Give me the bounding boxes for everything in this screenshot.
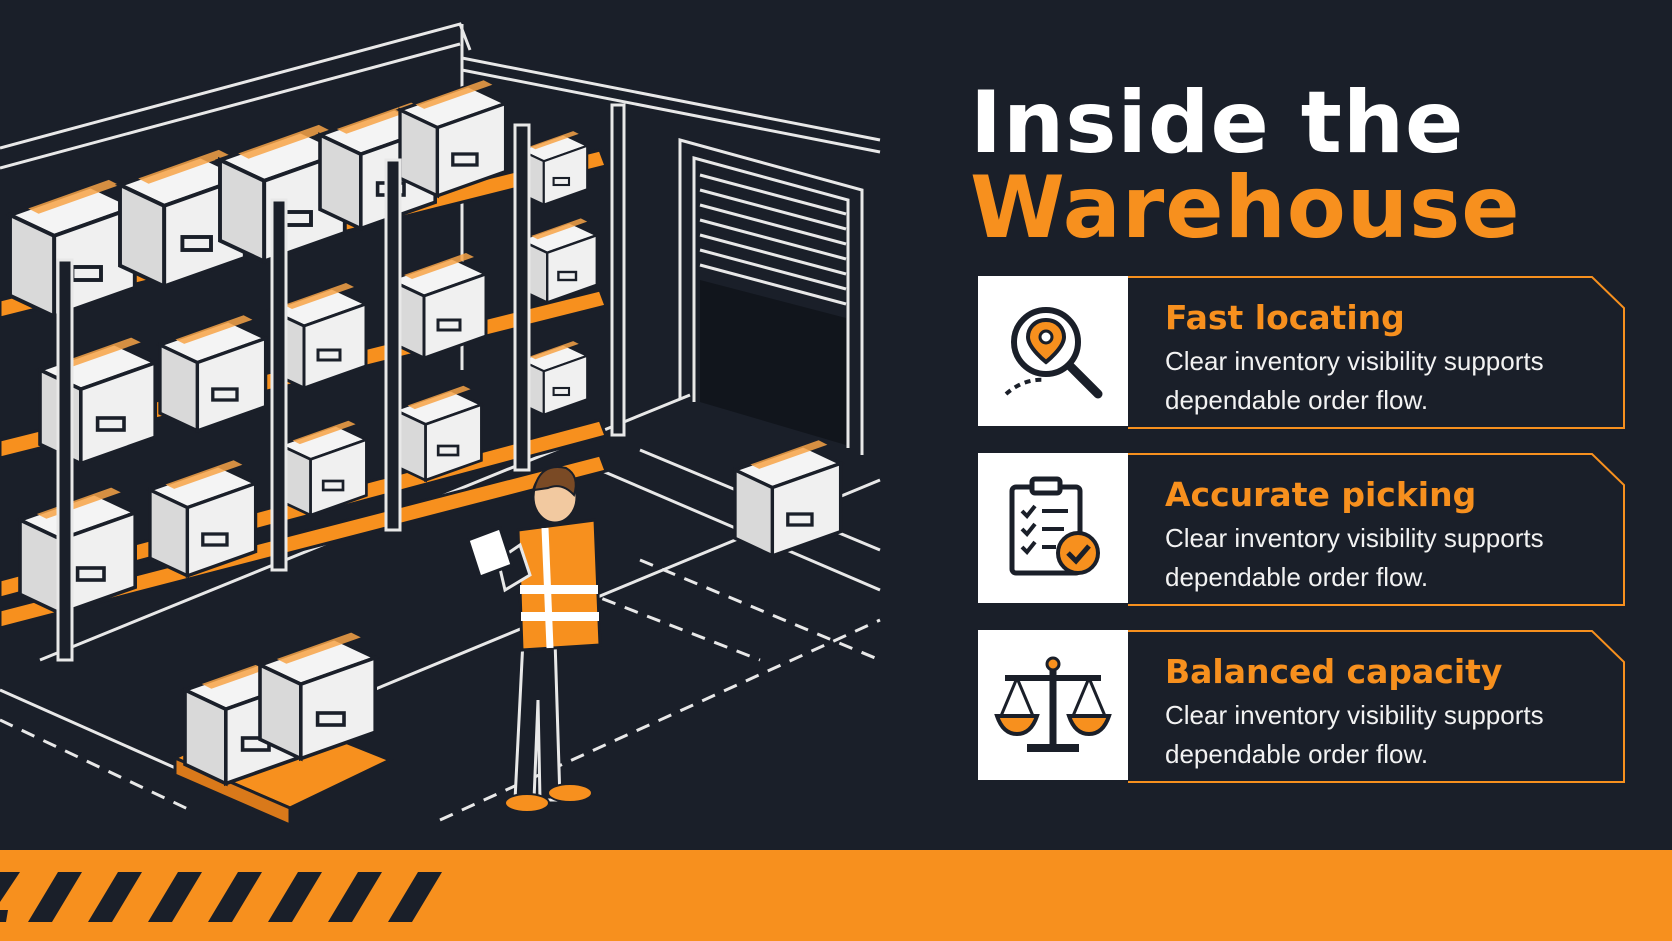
warehouse-illustration (0, 22, 881, 828)
feature-description: Clear inventory visibility supports depe… (1165, 346, 1544, 415)
feature-card-balanced-capacity: Balanced capacity Clear inventory visibi… (978, 630, 1626, 784)
feature-description: Clear inventory visibility supports depe… (1165, 700, 1544, 769)
feature-title: Fast locating (1165, 298, 1405, 337)
clipboard-check-icon (978, 453, 1128, 603)
feature-title: Accurate picking (1165, 475, 1477, 514)
location-search-icon (978, 276, 1128, 426)
feature-title: Balanced capacity (1165, 652, 1503, 691)
worker-figure (466, 466, 602, 813)
feature-description: Clear inventory visibility supports depe… (1165, 523, 1544, 592)
feature-card-accurate-picking: Accurate picking Clear inventory visibil… (978, 453, 1626, 607)
feature-card-fast-locating: Fast locating Clear inventory visibility… (978, 276, 1626, 430)
bottom-accent-band (0, 850, 1672, 941)
card-frame (1128, 276, 1625, 429)
hazard-stripes (0, 872, 442, 922)
balance-scale-icon (978, 630, 1128, 780)
page-title: Inside the Warehouse (970, 73, 1630, 258)
card-frame (1128, 630, 1625, 783)
card-frame (1128, 453, 1625, 606)
title-line-1: Inside the (970, 73, 1465, 173)
title-line-2: Warehouse (970, 158, 1521, 258)
